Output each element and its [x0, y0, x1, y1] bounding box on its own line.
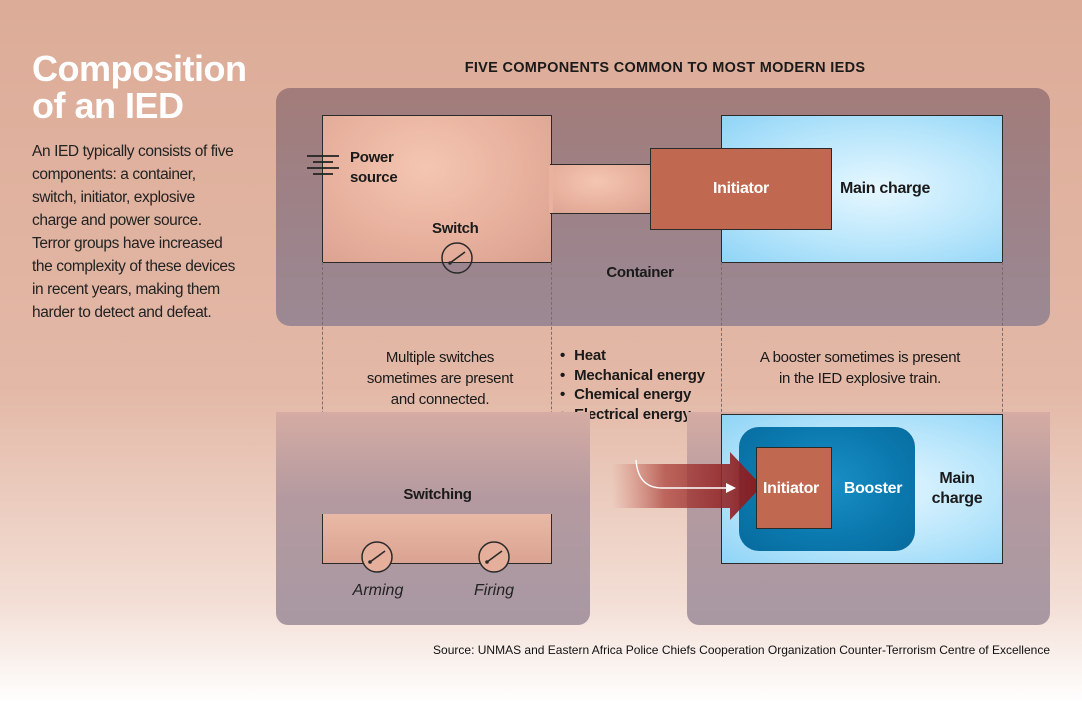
booster-initiator-box [756, 447, 832, 529]
source-note: Source: UNMAS and Eastern Africa Police … [433, 643, 1050, 657]
firing-switch-icon [478, 541, 510, 573]
energy-item: Heat [560, 346, 705, 366]
switch-label: Switch [432, 220, 479, 237]
page-title: Composition of an IED [32, 48, 247, 126]
booster-initiator-label: Initiator [763, 480, 819, 497]
switching-circuit [322, 514, 552, 564]
booster-label: Booster [843, 480, 903, 497]
energy-item: Mechanical energy [560, 366, 705, 386]
circuit-connector [550, 164, 654, 214]
container-label: Container [606, 264, 674, 281]
title-line-1: Composition [32, 48, 247, 89]
initiator-label: Initiator [713, 180, 769, 197]
energy-item: Electrical energy [560, 405, 705, 425]
switch-icon [441, 242, 473, 274]
energy-item: Chemical energy [560, 385, 705, 405]
firing-label: Firing [473, 582, 514, 599]
main-charge-label: Main charge [840, 180, 931, 197]
switching-label: Switching [403, 486, 472, 503]
intro-text: An IED typically consists of five compon… [32, 143, 235, 321]
initiator-box [650, 148, 832, 230]
battery-icon [307, 155, 339, 175]
energy-flow-line-icon [635, 460, 736, 493]
energy-list: Heat Mechanical energy Chemical energy E… [560, 346, 705, 424]
power-switch-compartment [322, 115, 552, 263]
title-line-2: of an IED [32, 85, 184, 126]
diagram-heading: FIVE COMPONENTS COMMON TO MOST MODERN IE… [464, 60, 866, 76]
arming-switch-icon [361, 541, 393, 573]
energy-arrow-icon [612, 452, 762, 520]
arming-label: Arming [352, 582, 404, 599]
